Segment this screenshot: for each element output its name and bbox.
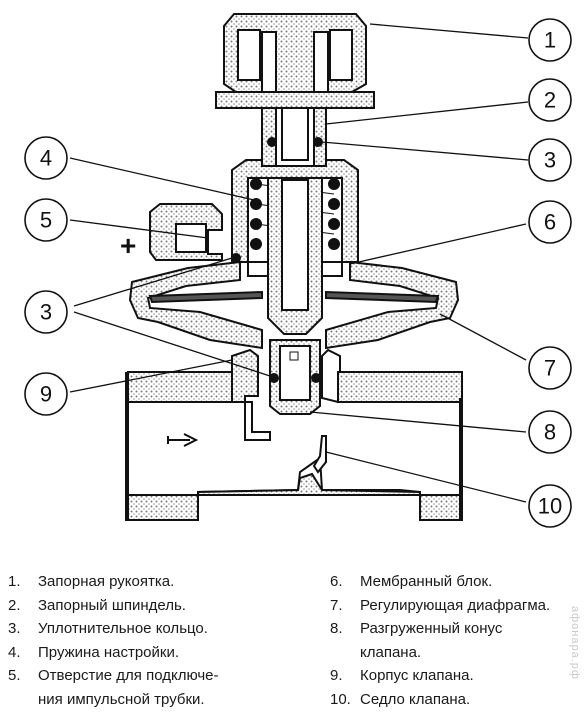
legend-item: 7. Регулирующая диафрагма.: [330, 594, 550, 618]
legend-number: 8.: [330, 620, 343, 637]
regulating-diaphragm: [148, 290, 440, 304]
legend-text: Уплотнительное кольцо.: [38, 620, 208, 637]
legend-number: 6.: [330, 573, 343, 590]
callout-10: 10: [538, 494, 562, 519]
flow-arrow-icon: [167, 433, 199, 447]
legend-item: 6. Мембранный блок.: [330, 570, 550, 594]
legend-text: Регулирующая диафрагма.: [360, 596, 551, 614]
legend-number: 9.: [330, 667, 343, 684]
callout-3-left: 3: [40, 300, 52, 325]
legend-text: Седло клапана.: [360, 690, 471, 708]
legend-number: 10.: [330, 690, 351, 708]
sealing-rings: [231, 137, 323, 383]
legend-item: клапана.: [330, 641, 550, 665]
callout-3-top: 3: [544, 148, 556, 173]
legend-left: 1. Запорная рукоятка. 2. Запорный шпиндель…: [8, 570, 219, 711]
callout-circles: [24, 18, 572, 528]
legend-text: ния импульсной трубки.: [38, 690, 205, 708]
callout-9: 9: [40, 382, 52, 407]
legend-text: Корпус клапана.: [360, 667, 474, 684]
legend-item: 2. Запорный шпиндель.: [8, 594, 219, 618]
legend-number: 4.: [8, 643, 21, 661]
callout-6: 6: [544, 210, 556, 235]
callout-7: 7: [544, 356, 556, 381]
callout-1: 1: [544, 28, 556, 53]
plus-sign: +: [120, 230, 136, 261]
legend-item: 4. Пружина настройки.: [8, 641, 219, 665]
legend-number: 3.: [8, 620, 21, 637]
shutoff-handle: [215, 13, 375, 109]
legend-text: клапана.: [360, 643, 422, 661]
legend-right: 6. Мембранный блок. 7. Регулирующая диафра…: [330, 570, 550, 711]
legend-number: 7.: [330, 596, 343, 614]
callout-8: 8: [544, 420, 556, 445]
leader-lines: [69, 23, 529, 503]
valve-cross-section-diagram: 1 2 3 4 5 6 3 7 9 8 10 +: [24, 13, 572, 528]
legend-text: Мембранный блок.: [360, 573, 493, 590]
watermark: афонара.рф: [569, 606, 581, 680]
callout-labels: 1 2 3 4 5 6 3 7 9 8 10: [40, 28, 562, 519]
legend-number: 1.: [8, 573, 21, 590]
legend-text: Запорная рукоятка.: [38, 573, 175, 590]
valve-seat: [244, 401, 327, 474]
legend-text: Отверстие для подключе-: [38, 667, 219, 684]
legend-item: ния импульсной трубки.: [8, 688, 219, 712]
legend-number: 2.: [8, 596, 21, 614]
legend-number: [330, 641, 360, 665]
callout-5: 5: [40, 208, 52, 233]
legend-text: Разгруженный конус: [360, 620, 503, 637]
legend-item: 3. Уплотнительное кольцо.: [8, 617, 219, 641]
legend-item: 5. Отверстие для подключе-: [8, 664, 219, 688]
legend-item: 8. Разгруженный конус: [330, 617, 550, 641]
impulse-tube-port: [149, 203, 223, 261]
callout-4: 4: [40, 146, 52, 171]
legend-number: [8, 688, 38, 712]
callout-2: 2: [544, 88, 556, 113]
legend-item: 10. Седло клапана.: [330, 688, 550, 712]
legend-text: Пружина настройки.: [38, 643, 179, 661]
legend-item: 9. Корпус клапана.: [330, 664, 550, 688]
legend-text: Запорный шпиндель.: [38, 596, 186, 614]
legend-number: 5.: [8, 667, 21, 684]
legend-item: 1. Запорная рукоятка.: [8, 570, 219, 594]
unloaded-valve-cone: [267, 177, 323, 415]
valve-body: [124, 348, 463, 521]
